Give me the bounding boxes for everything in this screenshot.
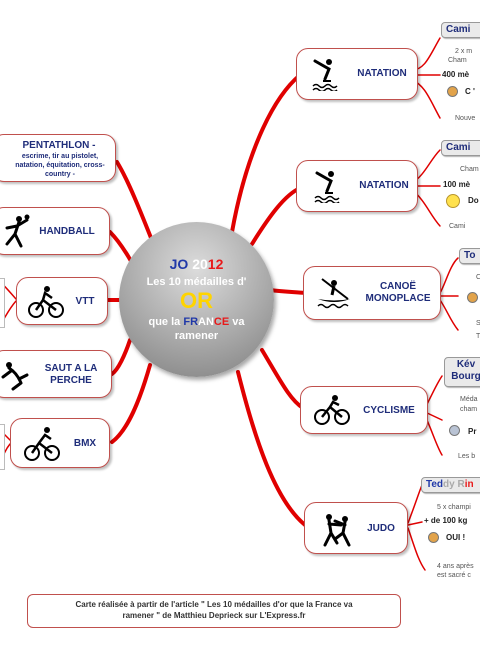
center-year-1: 20 [192, 256, 208, 272]
node-bmx[interactable]: BMX [10, 418, 110, 468]
center-line-medals: Les 10 médailles d' [146, 276, 247, 288]
cyclisme-athlete-name-1: Kév [456, 359, 476, 370]
node-pentathlon[interactable]: PENTATHLON - escrime, tir au pistolet, n… [0, 134, 116, 182]
cyclisme-athlete-name-2: Bourg [451, 371, 480, 382]
pole-vault-icon [1, 362, 29, 391]
center-que-la: que la [148, 316, 181, 328]
natation-1-foot: Nouve [455, 115, 476, 122]
natation-1-athlete-header: Cami [441, 22, 480, 38]
natation-2-athlete-header: Cami [441, 140, 480, 156]
canoe-foot-1: S [476, 320, 480, 327]
natation-2-detail-1: Cham [460, 166, 479, 173]
judo-athlete-name-c: in [464, 479, 474, 490]
natation-1-verdict: C ' [465, 87, 475, 96]
cyclisme-foot: Les b [458, 453, 476, 460]
branch-natation-1 [230, 73, 302, 234]
handball-label: HANDBALL [39, 226, 95, 237]
center-an: AN [198, 316, 214, 328]
natation-2-verdict: Do [468, 196, 479, 205]
judo-verdict: OUI ! [446, 533, 466, 542]
central-topic[interactable]: JO 2012 Les 10 médailles d' OR que la FR… [119, 222, 274, 377]
center-title-line: JO 2012 [119, 256, 274, 272]
cycling-icon [314, 395, 350, 425]
handball-icon [5, 214, 30, 248]
swimming-icon [312, 59, 338, 91]
vtt-sub-node [0, 278, 5, 328]
canoe-athlete-header: To [459, 248, 480, 264]
branch-cyclisme [260, 348, 305, 410]
natation-1-detail-2: Cham [448, 57, 467, 64]
center-year-2: 12 [207, 256, 224, 272]
cyclisme-athlete-header: Kév Bourg [444, 357, 480, 387]
canoe-athlete-name: To [464, 250, 476, 261]
natation-2-athlete-name: Cami [446, 142, 471, 153]
saut-label: SAUT A LA PERCHE [44, 363, 98, 386]
node-cyclisme[interactable]: CYCLISME [300, 386, 428, 434]
judo-icon [323, 514, 351, 547]
node-canoe[interactable]: CANOË MONOPLACE [303, 266, 441, 320]
canoe-label: CANOË MONOPLACE [365, 281, 431, 304]
bmx-sub-node [0, 424, 5, 470]
center-jo: JO [169, 256, 189, 272]
gold-medal-icon [447, 86, 458, 97]
branch-pentathlon [115, 160, 157, 250]
natation-2-foot: Cami [449, 223, 466, 230]
smiley-icon [446, 194, 460, 208]
judo-label: JUDO [367, 523, 395, 534]
branch-natation-2 [250, 186, 302, 246]
node-judo[interactable]: JUDO [304, 502, 408, 554]
branch-judo [236, 370, 307, 527]
node-natation-2[interactable]: NATATION [296, 160, 418, 212]
swimming-icon [314, 171, 340, 203]
pentathlon-title: PENTATHLON - [22, 140, 96, 151]
cyclisme-verdict: Pr [468, 427, 477, 436]
bmx-label: BMX [73, 438, 97, 449]
branch-bmx [110, 363, 152, 444]
natation-1-label: NATATION [357, 68, 407, 79]
judo-athlete-name-b: dy R [443, 479, 465, 490]
center-ce: CE [213, 316, 230, 328]
natation-1-detail-1: 2 x m [455, 48, 473, 55]
judo-athlete-header: Teddy Rin [421, 477, 480, 493]
judo-foot-2: est sacré c [437, 572, 471, 579]
center-line-france: que la FRANCE va [119, 316, 274, 328]
branch-canoe [268, 288, 307, 295]
center-va: va [232, 316, 245, 328]
gold-medal-icon [428, 532, 439, 543]
gold-medal-icon [467, 292, 478, 303]
natation-1-event: 400 mè [442, 70, 470, 79]
caption-line-2: ramener " de Matthieu Deprieck sur L'Exp… [122, 611, 306, 620]
node-saut-perche[interactable]: SAUT A LA PERCHE [0, 350, 112, 398]
node-vtt[interactable]: VTT [16, 277, 108, 325]
caption-line-1: Carte réalisée à partir de l'article " L… [75, 600, 353, 609]
natation-1-athlete-name: Cami [446, 24, 471, 35]
center-fr: FR [183, 316, 199, 328]
canoe-icon [317, 278, 350, 309]
pentathlon-subtitle: escrime, tir au pistolet, natation, équi… [15, 153, 105, 178]
node-handball[interactable]: HANDBALL [0, 207, 110, 255]
cyclisme-detail-2: cham [460, 406, 478, 413]
center-or: OR [180, 288, 213, 313]
judo-athlete-name-a: Ted [426, 479, 444, 490]
node-natation-1[interactable]: NATATION [296, 48, 418, 100]
judo-event: + de 100 kg [424, 516, 468, 525]
bmx-icon [24, 427, 60, 461]
silver-medal-icon [449, 425, 460, 436]
center-ramener: ramener [174, 330, 219, 342]
branch-saut [110, 338, 132, 376]
source-caption: Carte réalisée à partir de l'article " L… [27, 594, 401, 628]
cyclisme-label: CYCLISME [363, 405, 415, 416]
judo-foot-1: 4 ans après [437, 563, 474, 570]
judo-detail-1: 5 x champi [437, 504, 471, 511]
vtt-label: VTT [75, 296, 95, 307]
canoe-detail-1: C [476, 274, 480, 281]
natation-2-label: NATATION [359, 180, 409, 191]
natation-2-event: 100 mè [443, 180, 471, 189]
canoe-foot-2: T [476, 333, 480, 340]
cyclisme-detail-1: Méda [460, 396, 478, 403]
mountain-bike-icon [28, 286, 64, 318]
